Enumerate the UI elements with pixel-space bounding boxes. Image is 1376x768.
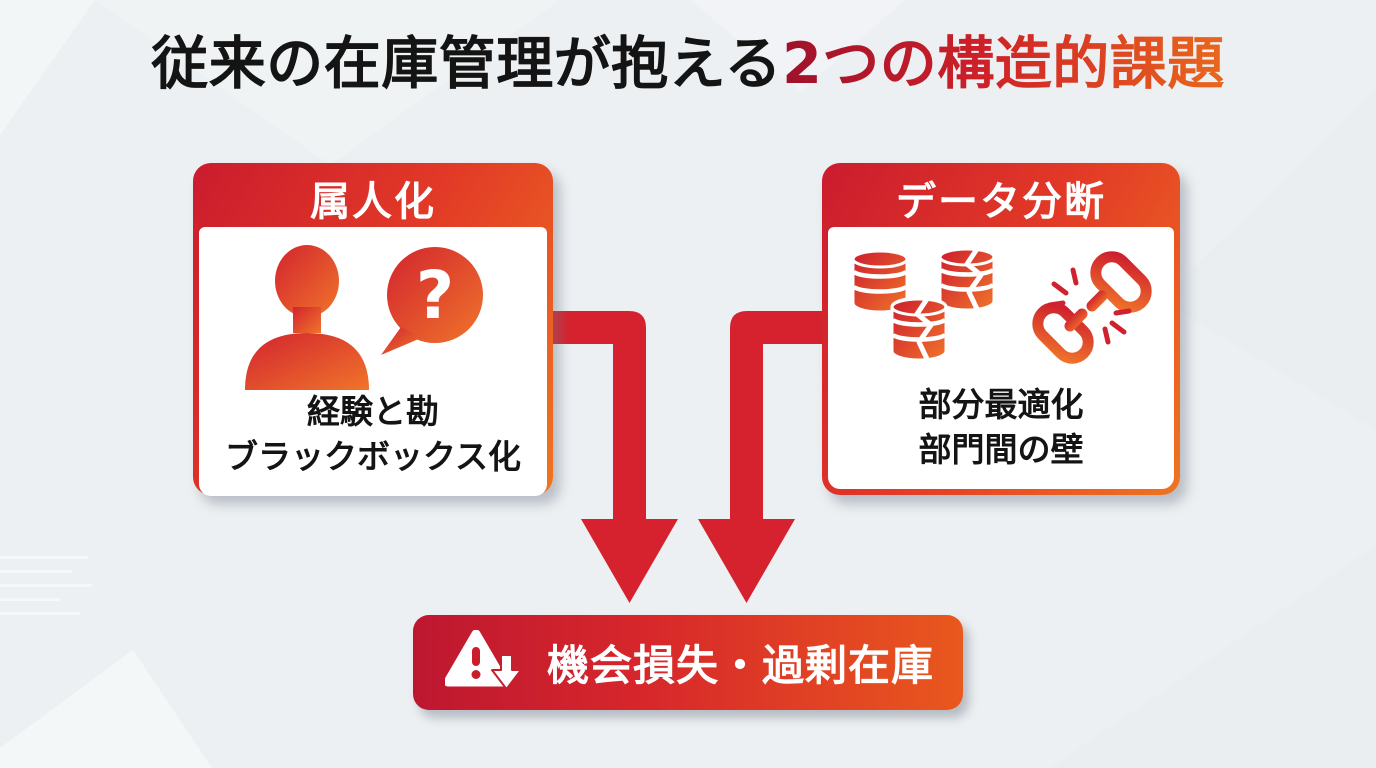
card-data-fragmentation: データ分断 — [822, 163, 1180, 495]
person-question-icon: ? — [245, 245, 483, 390]
card-personalization: 属人化 ? 経験と勘 — [193, 163, 553, 496]
result-banner: 機会損失・過剰在庫 — [413, 615, 963, 710]
caption-line: 経験と勘 — [306, 392, 439, 431]
background-stripe-texture — [0, 556, 92, 615]
card-personalization-caption: 経験と勘 ブラックボックス化 — [225, 390, 521, 480]
broken-chain-icon — [1032, 251, 1152, 364]
warning-declining-icon — [445, 629, 522, 690]
page-title: 従来の在庫管理が抱える2つの構造的課題 — [0, 30, 1376, 98]
caption-line: 部分最適化 — [918, 385, 1084, 425]
cracked-database-icon — [890, 296, 948, 362]
caption-line: ブラックボックス化 — [224, 436, 521, 476]
result-banner-label: 機会損失・過剰在庫 — [547, 641, 935, 690]
cracked-database-icon — [938, 246, 996, 312]
card-data-fragmentation-caption: 部分最適化 部門間の壁 — [919, 383, 1084, 473]
break-sparks — [1047, 267, 1132, 345]
card-data-fragmentation-body: 部分最適化 部門間の壁 — [828, 227, 1174, 489]
card-personalization-body: ? 経験と勘 ブラックボックス化 — [199, 227, 547, 496]
card-personalization-header: 属人化 — [310, 179, 436, 225]
person-silhouette — [245, 245, 369, 390]
card-data-fragmentation-header: データ分断 — [896, 179, 1106, 225]
svg-text:?: ? — [416, 257, 454, 334]
broken-database-chain-icon — [851, 246, 1152, 364]
caption-line: 部門間の壁 — [918, 430, 1084, 470]
title-red-highlight: 2つの構造的課題 — [782, 31, 1225, 97]
title-black-text: 従来の在庫管理が抱える — [151, 31, 783, 97]
question-bubble: ? — [381, 247, 483, 355]
